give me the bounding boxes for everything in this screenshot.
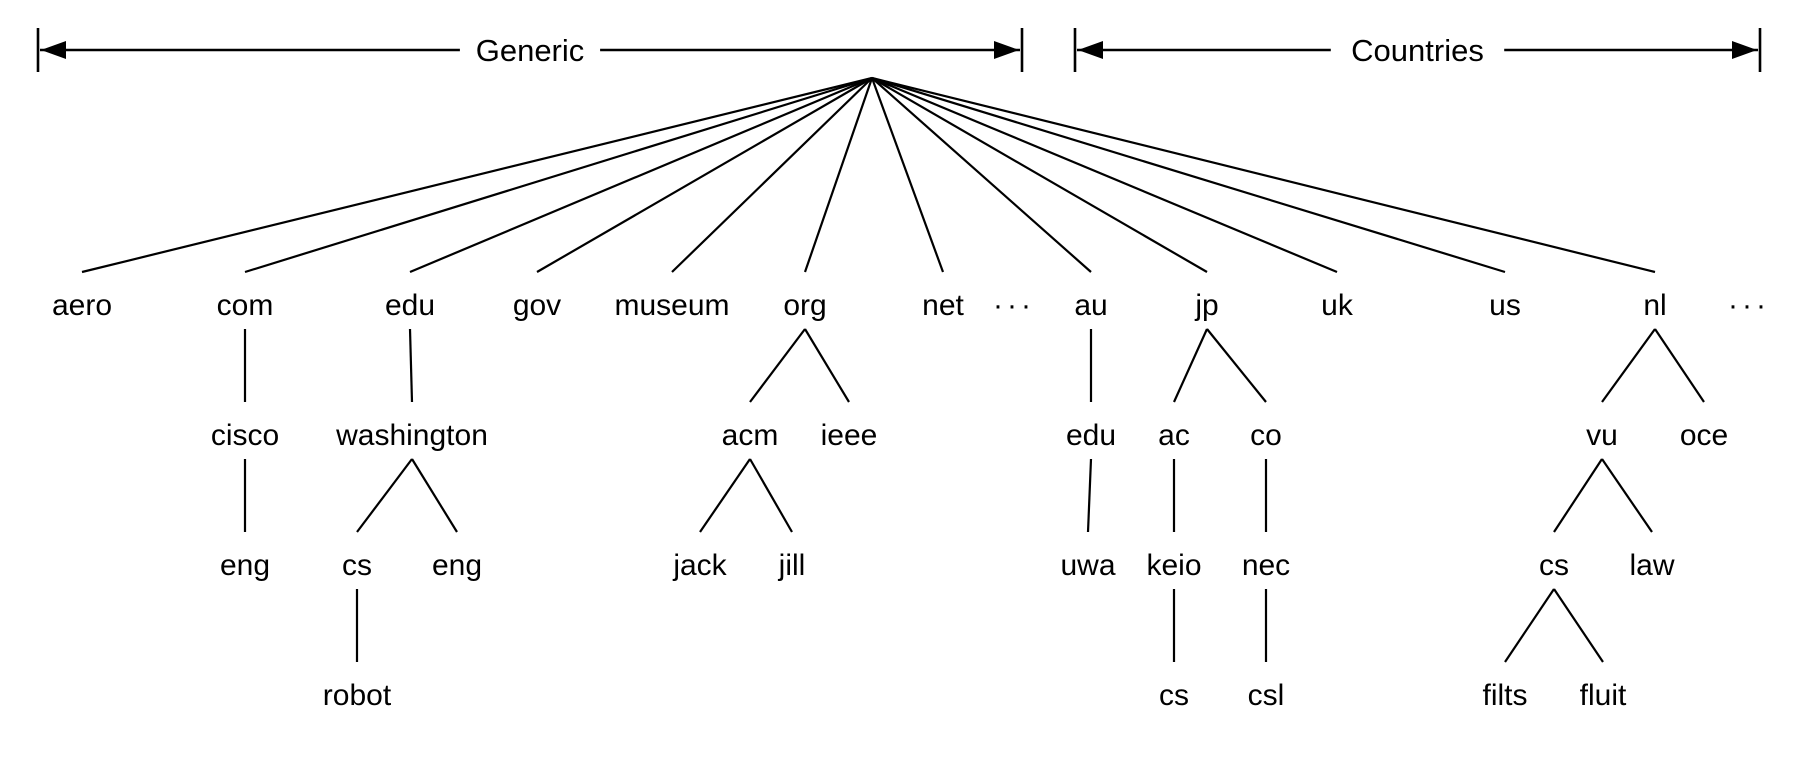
node-label-aero[interactable]: aero [52,289,112,322]
span-label-countries: Countries [1351,33,1484,68]
edge-root-to-edu [409,76,873,274]
edge-jp-to-ac [1172,328,1209,403]
node-label-vu[interactable]: vu [1586,419,1618,452]
node-label-jack[interactable]: jack [672,549,727,582]
edge-acm-to-jack [699,458,751,533]
node-label-jill[interactable]: jill [778,549,806,582]
edge-washington-to-wa-cs [356,458,413,533]
node-label-au[interactable]: au [1074,289,1107,322]
node-label-co[interactable]: co [1250,419,1282,452]
edge-washington-to-wa-eng [411,458,458,533]
span-right-arrow-icon [994,41,1019,59]
edge-vu-cs-to-filts [1504,588,1555,663]
node-label-nec[interactable]: nec [1242,549,1290,582]
edge-root-to-us [871,76,1506,274]
node-label-acm[interactable]: acm [722,419,779,452]
node-label-wa-eng[interactable]: eng [432,549,482,582]
node-label-net[interactable]: net [922,289,964,322]
node-label-fluit[interactable]: fluit [1580,679,1627,712]
edge-org-to-ieee [804,328,850,403]
node-label-au-edu[interactable]: edu [1066,419,1116,452]
edge-nl-to-oce [1654,328,1705,403]
node-label-uwa[interactable]: uwa [1060,549,1115,582]
edge-nl-to-vu [1601,328,1656,403]
node-label-edu[interactable]: edu [385,289,435,322]
edge-root-to-com [244,76,873,274]
edge-au-edu-to-uwa [1086,458,1093,533]
node-label-ieee[interactable]: ieee [821,419,878,452]
node-label-robot[interactable]: robot [323,679,392,712]
node-label-vu-cs[interactable]: cs [1539,549,1569,582]
node-label-nl[interactable]: nl [1643,289,1666,322]
edge-jp-to-co [1206,328,1267,403]
edge-root-to-au [871,77,1092,273]
edge-root-to-gov [536,77,873,273]
edge-vu-cs-to-fluit [1553,588,1604,663]
span-left-arrow-icon [41,41,66,59]
node-label-oce[interactable]: oce [1680,419,1728,452]
edge-root-to-museum [671,77,873,273]
span-bar-generic: Generic [36,28,1024,72]
span-label-generic: Generic [476,33,585,68]
node-label-keio[interactable]: keio [1146,549,1201,582]
ellipsis-generic-icon: ··· [993,289,1035,322]
node-label-jp[interactable]: jp [1194,289,1218,322]
edge-vu-to-vu-cs [1553,458,1603,533]
edge-root-to-uk [871,76,1338,274]
edge-vu-to-law [1601,458,1653,533]
edge-root-to-org [803,77,874,273]
edge-root-to-aero [81,76,873,274]
ellipsis-layer: ··· ··· [993,289,1770,322]
span-right-arrow-icon [1732,41,1757,59]
ellipsis-countries-icon: ··· [1728,289,1770,322]
edge-edu-to-washington [408,328,414,403]
node-label-keio-cs[interactable]: cs [1159,679,1189,712]
node-label-us[interactable]: us [1489,289,1521,322]
node-label-uk[interactable]: uk [1321,289,1354,322]
edge-root-to-jp [871,77,1208,273]
node-label-ac[interactable]: ac [1158,419,1190,452]
edge-root-to-nl [871,76,1656,274]
span-bar-countries: Countries [1073,28,1762,72]
span-bars-layer: Generic Countries [36,28,1762,72]
node-label-csl[interactable]: csl [1248,679,1285,712]
tree-edges-layer [81,76,1705,663]
node-label-gov[interactable]: gov [513,289,561,322]
node-label-cisco[interactable]: cisco [211,419,279,452]
node-label-cisco-eng[interactable]: eng [220,549,270,582]
node-label-filts[interactable]: filts [1483,679,1528,712]
edge-root-to-net [870,77,945,273]
edge-org-to-acm [749,328,806,403]
node-label-org[interactable]: org [783,289,826,322]
node-label-museum[interactable]: museum [614,289,729,322]
node-label-law[interactable]: law [1629,549,1674,582]
span-left-arrow-icon [1078,41,1103,59]
edge-acm-to-jill [749,458,793,533]
node-label-washington[interactable]: washington [335,419,488,452]
node-label-com[interactable]: com [217,289,274,322]
tree-nodes-layer: aero com edu gov museum org net au jp uk us nl cisco… [52,289,1728,712]
node-label-wa-cs[interactable]: cs [342,549,372,582]
